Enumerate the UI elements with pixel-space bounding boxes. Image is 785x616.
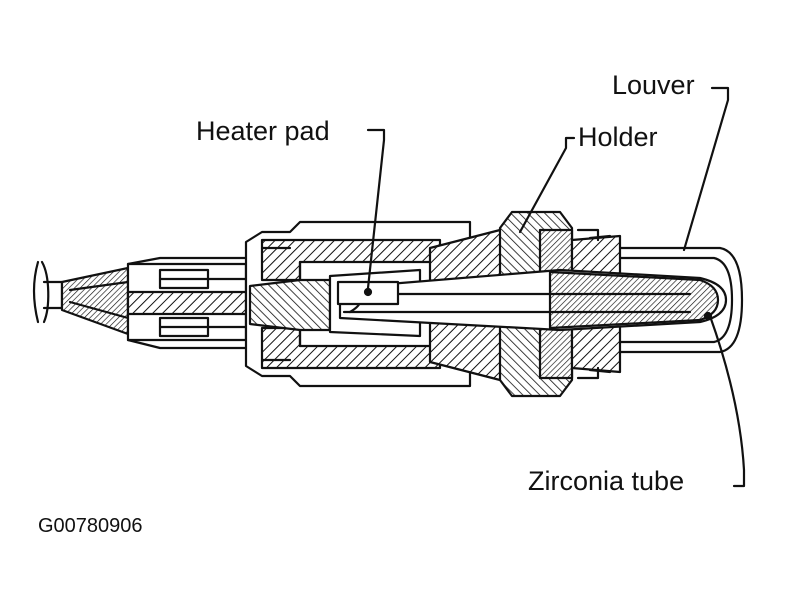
leader-zirconia — [708, 314, 746, 488]
rubber-boot — [60, 266, 130, 336]
label-louver: Louver — [612, 70, 695, 100]
zirconia-tube — [338, 268, 728, 332]
leader-louver — [682, 86, 730, 252]
leader-holder — [518, 136, 576, 234]
label-holder: Holder — [578, 122, 658, 152]
lead-wire — [32, 260, 64, 324]
label-zirconia-tube: Zirconia tube — [528, 466, 685, 496]
grommet-section — [126, 256, 248, 350]
louver — [618, 246, 744, 354]
label-heater-pad: Heater pad — [196, 116, 330, 146]
figure-code: G00780906 — [38, 515, 143, 537]
leader-heater-pad — [366, 128, 386, 290]
